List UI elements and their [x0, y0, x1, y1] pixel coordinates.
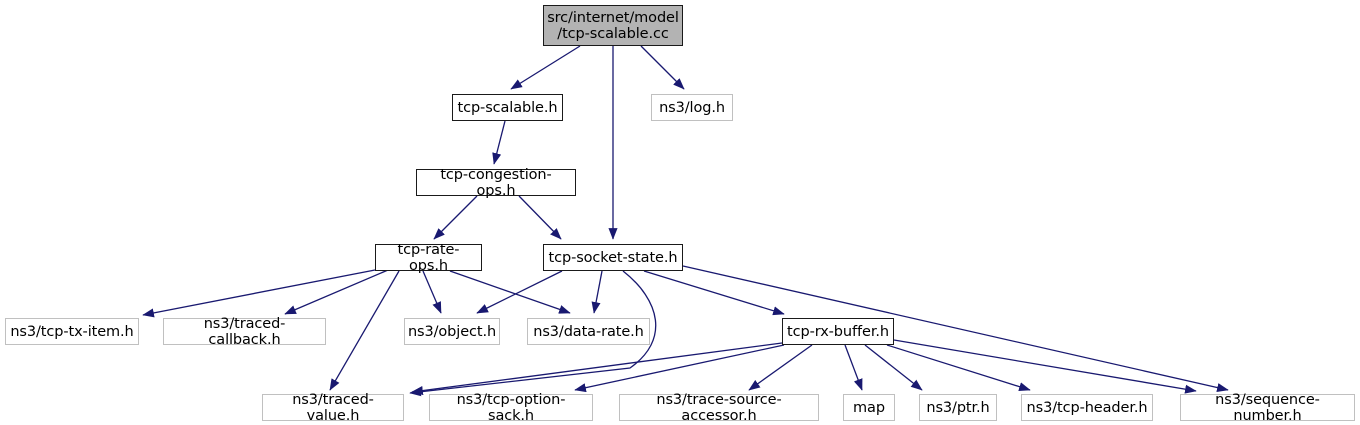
node-label: ns3/traced-value.h — [292, 391, 374, 424]
node-tcp-option-sack[interactable]: ns3/tcp-option-sack.h — [429, 391, 593, 424]
edge-tcp-rx-buffer-to-traced-value — [411, 342, 783, 396]
edge-tcp-rx-buffer-to-tcp-header — [886, 344, 1031, 392]
edge-tcp-rate-ops-to-ns3-data-rate — [449, 270, 571, 314]
node-tcp-header[interactable]: ns3/tcp-header.h — [1021, 394, 1153, 421]
node-label: tcp-congestion-ops.h — [440, 166, 552, 199]
edge-tcp-cong-ops-to-tcp-rate-ops — [433, 195, 478, 240]
node-traced-callback[interactable]: ns3/traced-callback.h — [163, 315, 326, 348]
node-ns3-ptr[interactable]: ns3/ptr.h — [919, 394, 997, 421]
edge-root-to-ns3-log — [640, 45, 685, 90]
node-ns3-data-rate[interactable]: ns3/data-rate.h — [527, 318, 650, 345]
edge-tcp-rx-buffer-to-sequence-number — [893, 339, 1197, 394]
node-label: tcp-rate-ops.h — [397, 241, 460, 274]
node-tcp-cong-ops[interactable]: tcp-congestion-ops.h — [416, 166, 576, 199]
node-traced-value[interactable]: ns3/traced-value.h — [262, 391, 404, 424]
edge-tcp-cong-ops-to-tcp-socket-state — [518, 195, 562, 240]
edge-tcp-rx-buffer-to-map — [844, 344, 863, 391]
edge-tcp-rate-ops-to-traced-callback — [284, 269, 389, 315]
node-label: ns3/tcp-tx-item.h — [10, 323, 134, 340]
node-label: ns3/tcp-option-sack.h — [456, 391, 566, 424]
node-sequence-number[interactable]: ns3/sequence-number.h — [1180, 391, 1355, 424]
node-ns3-object[interactable]: ns3/object.h — [404, 318, 500, 345]
node-label: map — [853, 399, 885, 416]
node-label: ns3/sequence-number.h — [1215, 391, 1320, 424]
edge-tcp-rate-ops-to-tcp-tx-item — [142, 269, 376, 318]
node-tcp-socket-state[interactable]: tcp-socket-state.h — [543, 244, 683, 271]
edge-tcp-socket-state-to-sequence-number — [682, 265, 1229, 393]
node-label: ns3/traced-callback.h — [203, 315, 286, 348]
edge-tcp-rx-buffer-to-trace-src-acc — [748, 344, 813, 391]
edge-root-to-tcp-scalable — [510, 45, 581, 90]
node-tcp-rate-ops[interactable]: tcp-rate-ops.h — [375, 241, 482, 274]
edge-tcp-rate-ops-to-traced-value — [329, 270, 400, 391]
node-trace-src-acc[interactable]: ns3/trace-source-accessor.h — [619, 391, 819, 424]
node-ns3-log[interactable]: ns3/log.h — [651, 94, 733, 121]
edge-tcp-socket-state-to-ns3-object — [476, 270, 563, 314]
edge-tcp-socket-state-to-traced-value — [409, 270, 657, 397]
node-label: ns3/tcp-header.h — [1026, 399, 1148, 416]
dependency-edges — [142, 45, 1229, 397]
edge-tcp-rx-buffer-to-tcp-option-sack — [574, 344, 785, 393]
node-label: ns3/trace-source-accessor.h — [656, 391, 782, 424]
node-tcp-rx-buffer[interactable]: tcp-rx-buffer.h — [782, 318, 894, 345]
node-map[interactable]: map — [843, 394, 895, 421]
node-label: ns3/log.h — [659, 99, 725, 116]
node-label: tcp-scalable.h — [457, 99, 558, 116]
edge-tcp-socket-state-to-ns3-data-rate — [591, 270, 603, 314]
node-tcp-tx-item[interactable]: ns3/tcp-tx-item.h — [5, 318, 139, 345]
edge-tcp-socket-state-to-tcp-rx-buffer — [643, 270, 785, 316]
node-root[interactable]: src/internet/model /tcp-scalable.cc — [543, 5, 683, 46]
node-label: ns3/data-rate.h — [533, 323, 644, 340]
edge-tcp-rate-ops-to-ns3-object — [422, 270, 442, 314]
node-label: ns3/object.h — [407, 323, 497, 340]
edge-tcp-rx-buffer-to-ns3-ptr — [864, 344, 923, 391]
node-label: ns3/ptr.h — [926, 399, 990, 416]
node-tcp-scalable[interactable]: tcp-scalable.h — [452, 94, 563, 121]
node-label: tcp-socket-state.h — [548, 249, 678, 266]
node-label: src/internet/model /tcp-scalable.cc — [547, 9, 679, 42]
node-label: tcp-rx-buffer.h — [787, 323, 889, 340]
edge-tcp-scalable-to-tcp-cong-ops — [492, 120, 506, 165]
